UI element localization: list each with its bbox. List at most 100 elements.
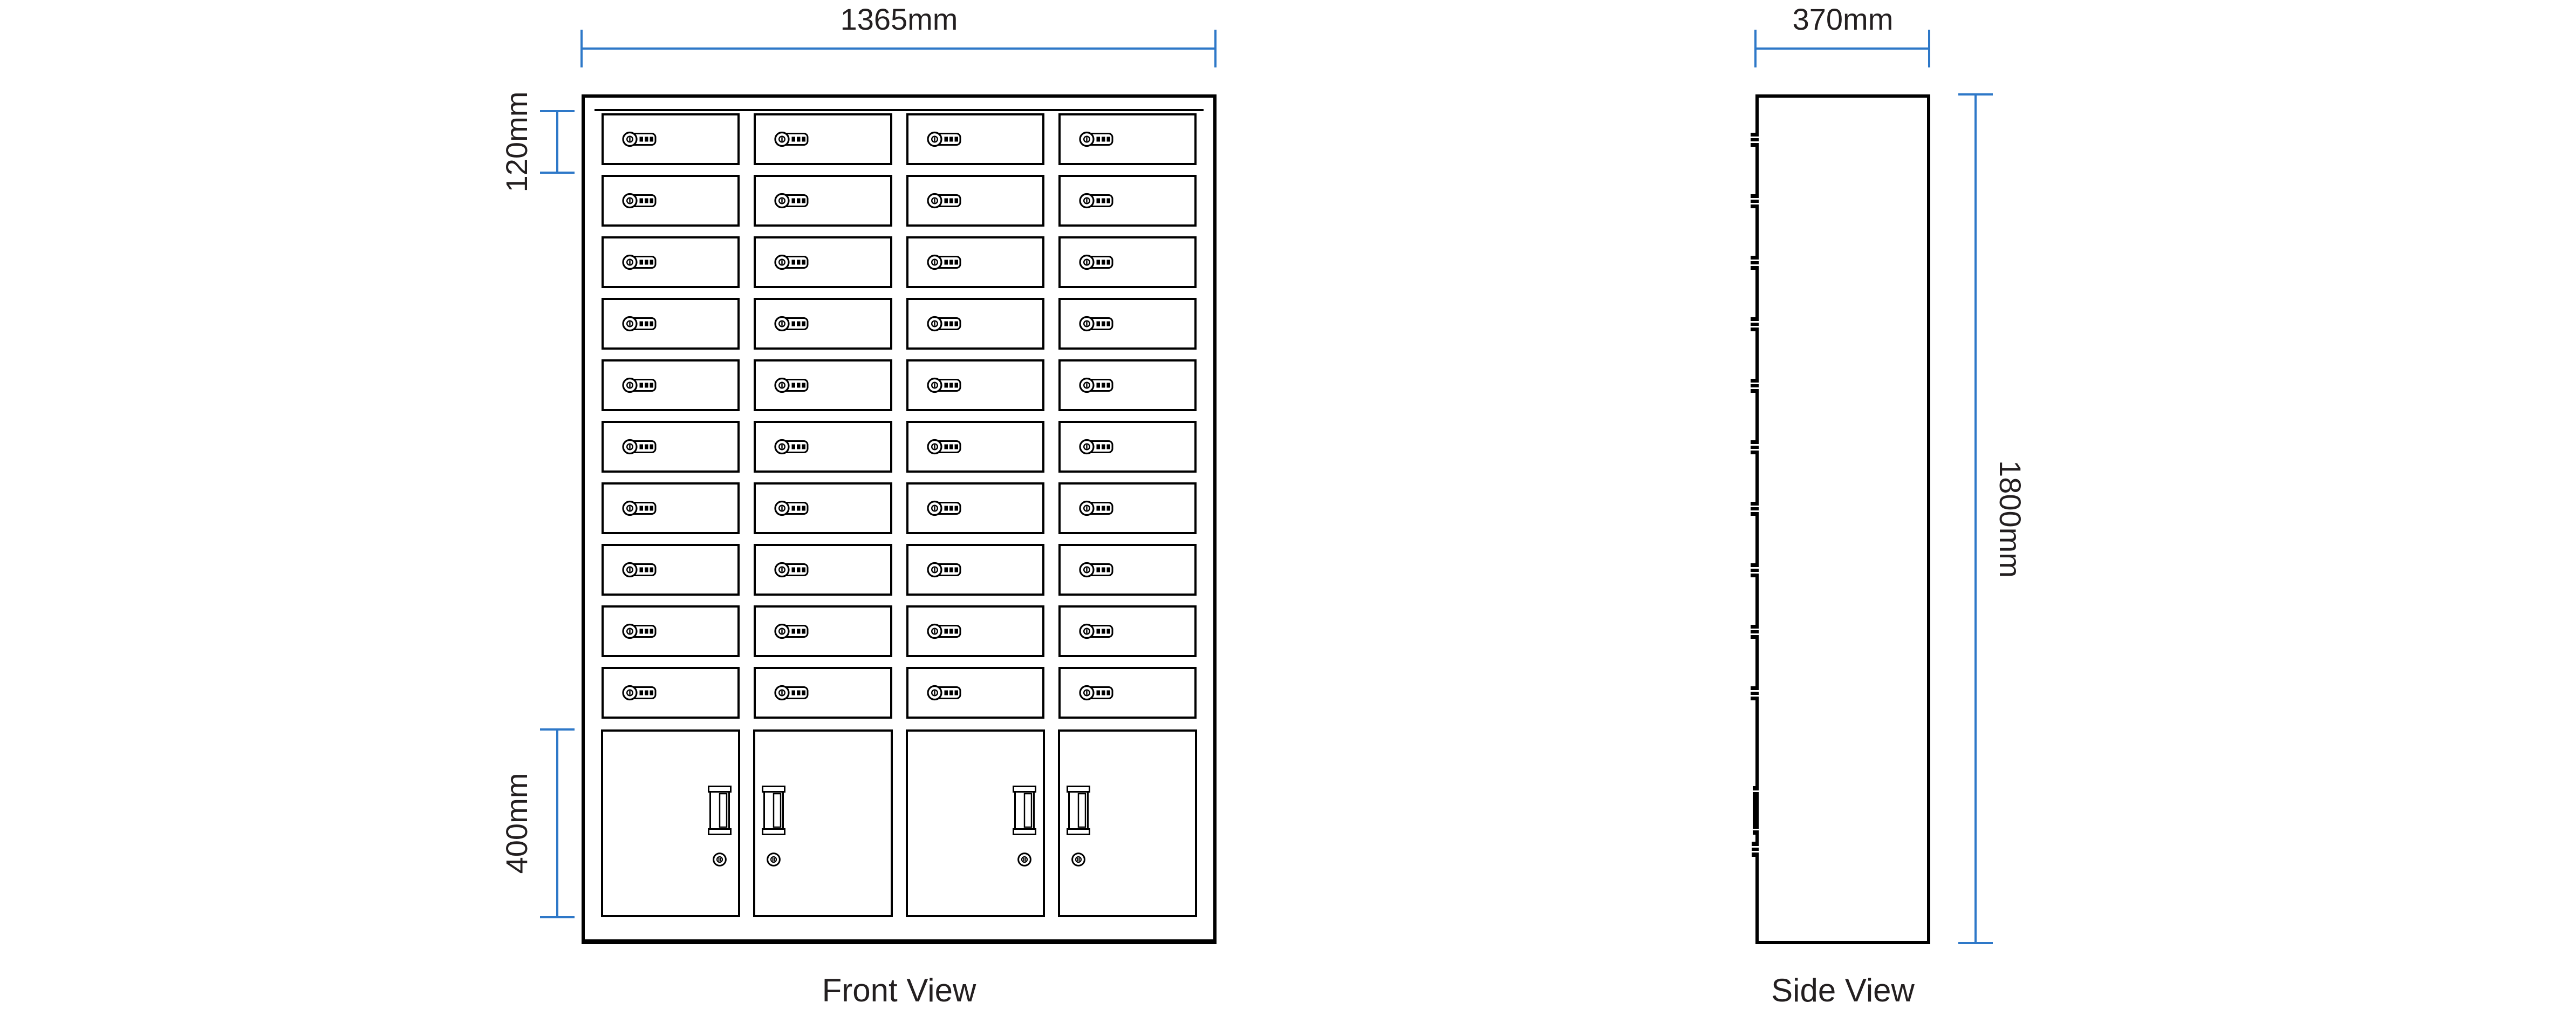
locker-cell: [899, 359, 1051, 421]
small-locker-door: [1058, 482, 1197, 534]
side-handle-stub-icon: [1753, 786, 1759, 835]
small-locker-door: [602, 175, 740, 227]
side-cam-lock-stub-icon: [1751, 133, 1759, 147]
cam-lock-icon: [774, 377, 809, 393]
small-locker-door: [602, 667, 740, 719]
locker-cell: [595, 175, 747, 236]
locker-cell: [747, 113, 899, 175]
locker-cell: [1051, 421, 1204, 482]
locker-cell: [595, 113, 747, 175]
dim-front-width-label: 1365mm: [840, 2, 958, 36]
locker-cell: [1051, 175, 1204, 236]
large-door: [753, 729, 893, 917]
locker-cell: [1051, 544, 1204, 605]
small-locker-door: [754, 421, 892, 473]
small-locker-door: [906, 359, 1044, 411]
cam-lock-icon: [1079, 377, 1113, 393]
dim-small-locker-height-tick-bottom: [540, 172, 575, 174]
dim-front-width-line: [582, 47, 1217, 50]
locker-cell: [899, 605, 1051, 667]
locker-cell: [595, 359, 747, 421]
small-locker-door: [906, 605, 1044, 657]
small-locker-door: [602, 605, 740, 657]
locker-cell: [899, 421, 1051, 482]
cam-lock-icon: [774, 562, 809, 578]
cam-lock-icon: [622, 377, 657, 393]
large-door-cell: [595, 729, 747, 917]
locker-row: [595, 236, 1204, 298]
large-door-cell: [747, 729, 899, 917]
side-cam-lock-stub-icon: [1751, 502, 1759, 516]
small-locker-door: [906, 544, 1044, 596]
handle-keyhole-group: [1066, 786, 1090, 867]
locker-cell: [595, 605, 747, 667]
cam-lock-icon: [926, 377, 961, 393]
dim-large-door-height-tick-top: [540, 728, 575, 731]
cam-lock-icon: [1079, 254, 1113, 270]
large-door-cell: [1051, 729, 1204, 917]
dim-side-height-line: [1974, 94, 1977, 944]
dim-side-depth-line: [1755, 47, 1930, 50]
dim-large-door-height-label: 400mm: [500, 773, 534, 874]
locker-cell: [595, 421, 747, 482]
locker-cell: [595, 667, 747, 728]
front-view: [582, 94, 1217, 944]
dim-side-depth-label: 370mm: [1792, 2, 1894, 36]
locker-cell: [899, 482, 1051, 544]
door-handle-icon: [1012, 786, 1036, 835]
locker-row: [595, 298, 1204, 359]
door-handle-icon: [1066, 786, 1090, 835]
cam-lock-icon: [774, 193, 809, 209]
locker-cell: [899, 113, 1051, 175]
cam-lock-icon: [926, 131, 961, 147]
side-cam-lock-stub-icon: [1751, 194, 1759, 208]
small-locker-door: [1058, 175, 1197, 227]
cam-lock-icon: [774, 439, 809, 455]
small-locker-door: [754, 298, 892, 350]
cam-lock-icon: [1079, 439, 1113, 455]
side-view: [1751, 94, 1930, 944]
cam-lock-icon: [774, 254, 809, 270]
locker-cell: [747, 482, 899, 544]
small-locker-door: [754, 482, 892, 534]
locker-row: [595, 421, 1204, 482]
dim-front-width-tick-left: [580, 30, 583, 67]
small-locker-door: [754, 605, 892, 657]
side-view-label: Side View: [1771, 972, 1915, 1008]
locker-row: [595, 359, 1204, 421]
small-locker-door: [906, 298, 1044, 350]
small-locker-door: [906, 236, 1044, 288]
locker-cell: [595, 482, 747, 544]
cam-lock-icon: [774, 500, 809, 516]
dim-side-depth-tick-right: [1928, 30, 1930, 67]
keyhole-icon: [713, 852, 727, 867]
side-cam-lock-stub-icon: [1751, 256, 1759, 270]
cam-lock-icon: [622, 562, 657, 578]
cam-lock-icon: [774, 685, 809, 701]
locker-cell: [747, 667, 899, 728]
small-locker-door: [754, 667, 892, 719]
side-cam-lock-stub-icon: [1751, 317, 1759, 331]
dim-large-door-height-tick-bottom: [540, 916, 575, 918]
side-cam-lock-stub-icon: [1751, 379, 1759, 393]
locker-cell: [899, 544, 1051, 605]
side-cam-lock-stub-icon: [1751, 686, 1759, 700]
locker-cell: [899, 298, 1051, 359]
cam-lock-icon: [926, 193, 961, 209]
locker-cell: [899, 175, 1051, 236]
front-view-label: Front View: [822, 972, 976, 1008]
small-locker-door: [754, 113, 892, 165]
cam-lock-icon: [926, 500, 961, 516]
locker-cell: [747, 421, 899, 482]
small-locker-door: [754, 236, 892, 288]
small-locker-door: [1058, 359, 1197, 411]
small-locker-door: [1058, 421, 1197, 473]
large-door: [1057, 729, 1197, 917]
handle-keyhole-group: [1012, 786, 1036, 867]
keyhole-icon: [1017, 852, 1031, 867]
locker-row: [595, 667, 1204, 728]
locker-cell: [1051, 667, 1204, 728]
locker-cell: [747, 544, 899, 605]
small-locker-door: [602, 298, 740, 350]
cam-lock-icon: [622, 193, 657, 209]
